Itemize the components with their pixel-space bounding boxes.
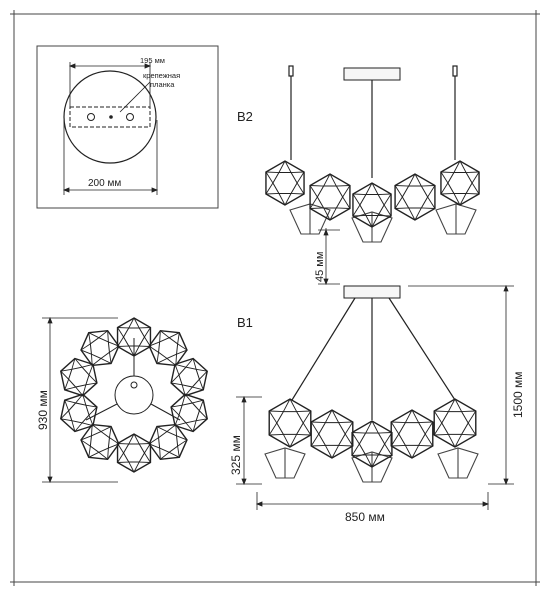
b2-shade-group: [265, 160, 480, 243]
top-view: 930 мм: [36, 316, 209, 484]
plate-length-label: 195 мм: [140, 56, 165, 65]
ring-diameter-dimension: [42, 316, 118, 484]
ring-center-frame: [85, 338, 181, 421]
canopy-diameter-label: 200 мм: [88, 178, 121, 189]
variant-b1-view: B1 1500 мм 325 мм: [229, 284, 525, 524]
sheet-frame: [10, 10, 540, 586]
b1-shade-group: [264, 398, 479, 483]
b2-shade-4: [394, 173, 436, 221]
b1-body-height-dimension: [236, 395, 262, 486]
b2-shade-3: [352, 182, 392, 228]
b2-shade-1: [265, 160, 305, 206]
mount-detail-panel: 195 мм крепежная планка 200 мм: [36, 45, 219, 209]
mounting-hole-left: [87, 113, 95, 121]
b1-suspension-cables: [291, 297, 456, 420]
b1-height-label: 1500 мм: [511, 371, 525, 418]
b1-lower-shade-left: [264, 447, 306, 479]
ring-shade-9: [59, 357, 98, 397]
b2-suspension-cables: [288, 65, 458, 178]
ring-shade-6: [116, 433, 152, 473]
b2-shade-2: [309, 173, 351, 221]
mounting-plate: [69, 106, 151, 128]
ring-shade-10: [80, 329, 120, 367]
canopy-diameter-dimension: [62, 120, 159, 195]
b1-shade-2: [310, 409, 354, 459]
b1-shade-5: [433, 398, 477, 448]
plate-name-line2: планка: [150, 80, 175, 89]
ring-shade-5: [148, 423, 188, 461]
variant-b1-label: B1: [237, 315, 253, 330]
b1-body-height-label: 325 мм: [229, 435, 243, 475]
b1-width-dimension: [255, 492, 490, 510]
b2-shade-5: [440, 160, 480, 206]
b2-drop-label: 45 мм: [314, 252, 326, 282]
mounting-hole-right: [126, 113, 134, 121]
b1-lower-shade-right: [437, 447, 479, 479]
canopy-circle: [63, 70, 157, 164]
b1-height-dimension: [408, 284, 514, 486]
ring-shade-8: [59, 393, 98, 433]
ring-shade-3: [170, 357, 209, 397]
center-hole: [109, 115, 113, 119]
variant-b2-view: B2 45 мм: [237, 65, 480, 286]
ring-shade-7: [80, 423, 120, 461]
b1-shade-4: [390, 409, 434, 459]
plate-name-line1: крепежная: [143, 71, 180, 80]
plate-length-dimension: [68, 62, 152, 113]
variant-b2-label: B2: [237, 109, 253, 124]
b2-drop-dimension: [318, 228, 340, 286]
b1-shade-1: [268, 398, 312, 448]
ring-shade-2: [148, 329, 188, 367]
ring-diameter-label: 930 мм: [36, 390, 50, 430]
b1-canopy: [343, 285, 401, 299]
b2-canopy: [343, 67, 401, 81]
b1-shade-3: [351, 420, 393, 468]
b1-width-label: 850 мм: [345, 510, 385, 524]
ring-shade-group: [59, 317, 209, 473]
b2-lower-shade-right: [435, 203, 477, 235]
